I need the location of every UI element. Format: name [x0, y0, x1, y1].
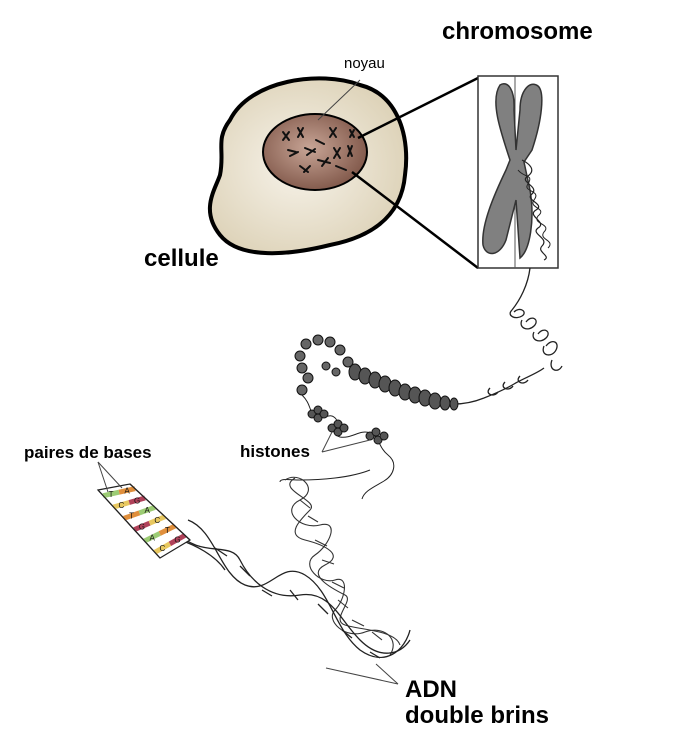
histones-label: histones: [240, 442, 310, 461]
base-pair-rung-right: [128, 495, 146, 505]
base-pair-leader-lines: [97, 461, 123, 493]
dna-label-line1: ADN: [405, 676, 457, 703]
histone-cluster-2: [327, 419, 349, 437]
nucleus-chromosomes: [282, 127, 355, 173]
base-letter: C: [159, 544, 165, 553]
chromosome-uncoiled: [521, 159, 547, 261]
base-letter: A: [145, 506, 151, 515]
histone-cluster-3: [365, 427, 389, 445]
zoom-line-bottom: [351, 171, 479, 269]
chromosome-label: chromosome: [442, 18, 593, 45]
histone-cluster-1: [307, 405, 329, 423]
chromosome-panel: [477, 75, 559, 269]
cell-label: cellule: [144, 245, 219, 272]
base-pair-rung-left: [112, 500, 130, 510]
nucleus-label: noyau: [344, 55, 385, 72]
base-pair-rung-left: [133, 520, 151, 532]
base-pair-rung-left: [123, 510, 141, 521]
base-letter: G: [139, 522, 145, 531]
base-pair-rung-right: [158, 523, 177, 536]
base-letter: T: [165, 526, 170, 535]
base-pairs-label: paires de bases: [24, 443, 152, 462]
base-letter: C: [154, 516, 160, 525]
base-pair-rung-right: [138, 504, 156, 516]
base-letter: G: [174, 536, 180, 545]
base-pair-rung-right: [168, 533, 187, 547]
dna-label-line2: double brins: [405, 702, 549, 729]
base-pair-rung-right: [118, 486, 136, 495]
base-letter: T: [129, 512, 134, 521]
histone-leader-lines: [321, 431, 371, 453]
chromosome-shape: [482, 83, 543, 260]
dna-helix-right: [284, 476, 401, 656]
chromatin-fiber: [453, 267, 563, 405]
base-letter: A: [149, 533, 155, 542]
base-pair-rung-right: [148, 514, 166, 526]
dna-helix-main: [174, 519, 411, 659]
zoom-line-top: [357, 76, 479, 140]
base-pair-rung-left: [153, 541, 172, 555]
nucleus-leader-line: [317, 79, 361, 121]
dna-leader-lines: [325, 663, 399, 685]
base-letter: A: [124, 486, 130, 495]
base-pair-rung-left: [143, 531, 161, 544]
base-letter: T: [109, 490, 114, 499]
base-letter: G: [134, 496, 140, 505]
base-letter: C: [118, 501, 124, 510]
solenoid-fiber: [348, 363, 459, 411]
beads-on-string: [294, 334, 354, 396]
base-pair-rung-left: [102, 489, 120, 499]
cell: [208, 76, 409, 256]
